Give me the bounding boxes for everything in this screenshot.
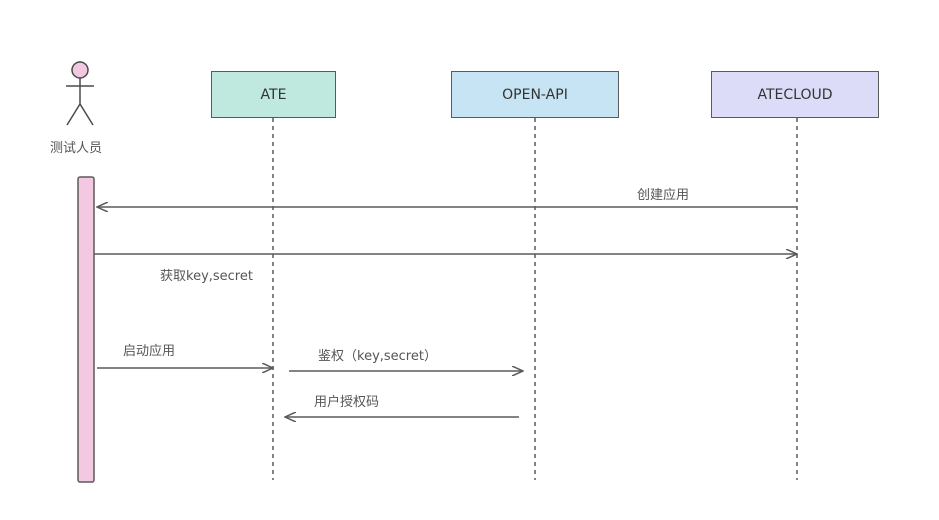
participant-atecloud: ATECLOUD <box>711 71 879 118</box>
message-label-auth-code: 用户授权码 <box>314 395 380 410</box>
actor-left-leg <box>66 103 81 126</box>
actor-label: 测试人员 <box>50 141 103 156</box>
participant-openapi: OPEN-API <box>451 71 619 118</box>
actor-right-leg <box>79 103 94 126</box>
actor-activation-bar <box>77 176 95 483</box>
message-label-auth: 鉴权（key,secret） <box>318 349 437 364</box>
actor-figure <box>66 61 94 126</box>
message-label-get-key: 获取key,secret <box>160 269 253 284</box>
actor-head <box>71 61 89 79</box>
participant-ate: ATE <box>211 71 336 118</box>
message-label-create-app: 创建应用 <box>637 188 690 203</box>
message-label-start-app: 启动应用 <box>123 344 176 359</box>
